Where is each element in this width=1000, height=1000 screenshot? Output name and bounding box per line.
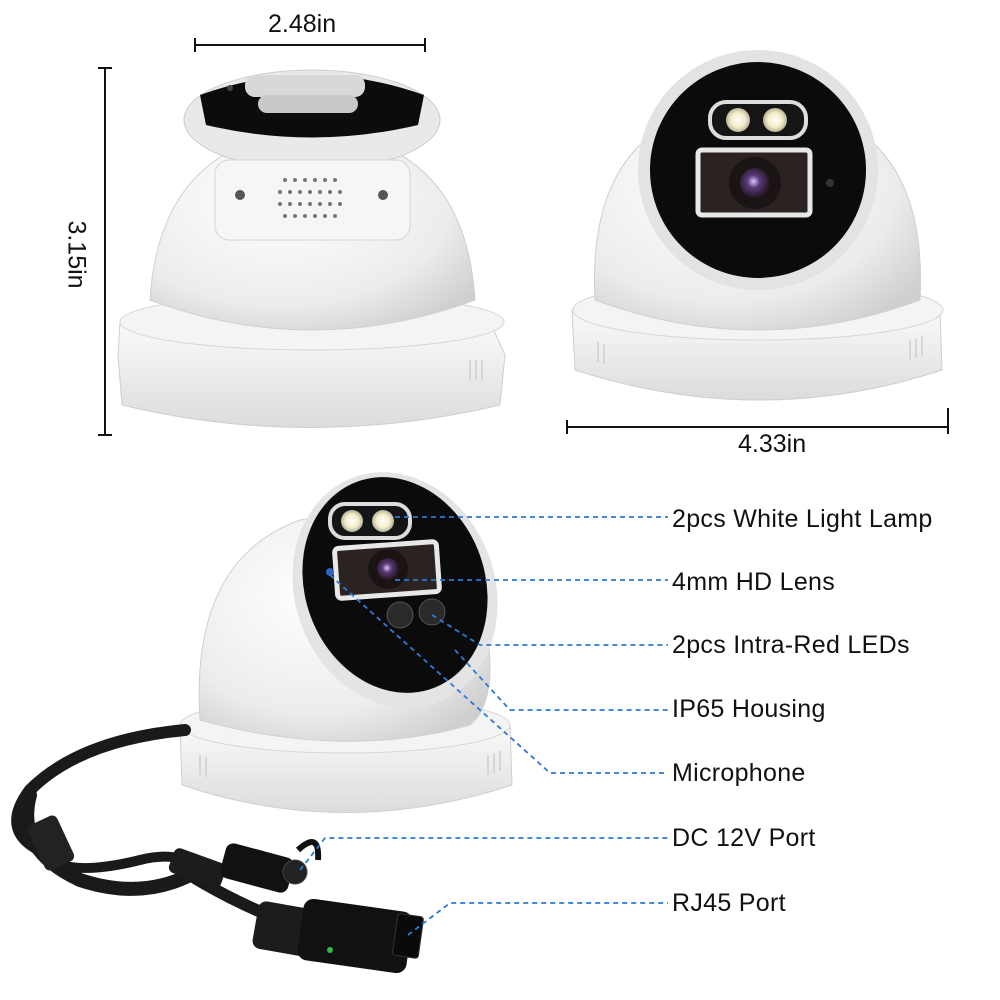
camera-front-view <box>571 50 944 401</box>
callout-white-light-lamp: 2pcs White Light Lamp <box>672 505 933 533</box>
callout-dc-port: DC 12V Port <box>672 824 816 852</box>
dimension-line-base <box>566 408 949 434</box>
callout-hd-lens: 4mm HD Lens <box>672 568 836 596</box>
rj45-port-connector <box>252 898 424 974</box>
callout-microphone: Microphone <box>672 759 806 787</box>
height-dimension-label: 3.15in <box>62 220 91 289</box>
callout-ir-leds: 2pcs Intra-Red LEDs <box>672 631 910 659</box>
base-dimension-label: 4.33in <box>738 430 807 458</box>
dimension-line-width <box>194 38 426 52</box>
width-dimension-label: 2.48in <box>268 10 337 38</box>
camera-back-view <box>117 69 506 428</box>
leader-dc-port <box>299 837 668 871</box>
callout-leader-lines <box>299 516 668 936</box>
callout-rj45-port: RJ45 Port <box>672 889 786 917</box>
leader-rj45-port <box>407 902 668 936</box>
leader-ip65-housing <box>454 649 668 711</box>
camera-angled-view <box>11 472 513 974</box>
speaker-grille-icon <box>278 178 342 218</box>
dc-port-connector <box>168 839 322 893</box>
dimension-line-height <box>98 67 112 436</box>
leader-ir-leds <box>431 614 668 646</box>
callout-ip65-housing: IP65 Housing <box>672 695 826 723</box>
